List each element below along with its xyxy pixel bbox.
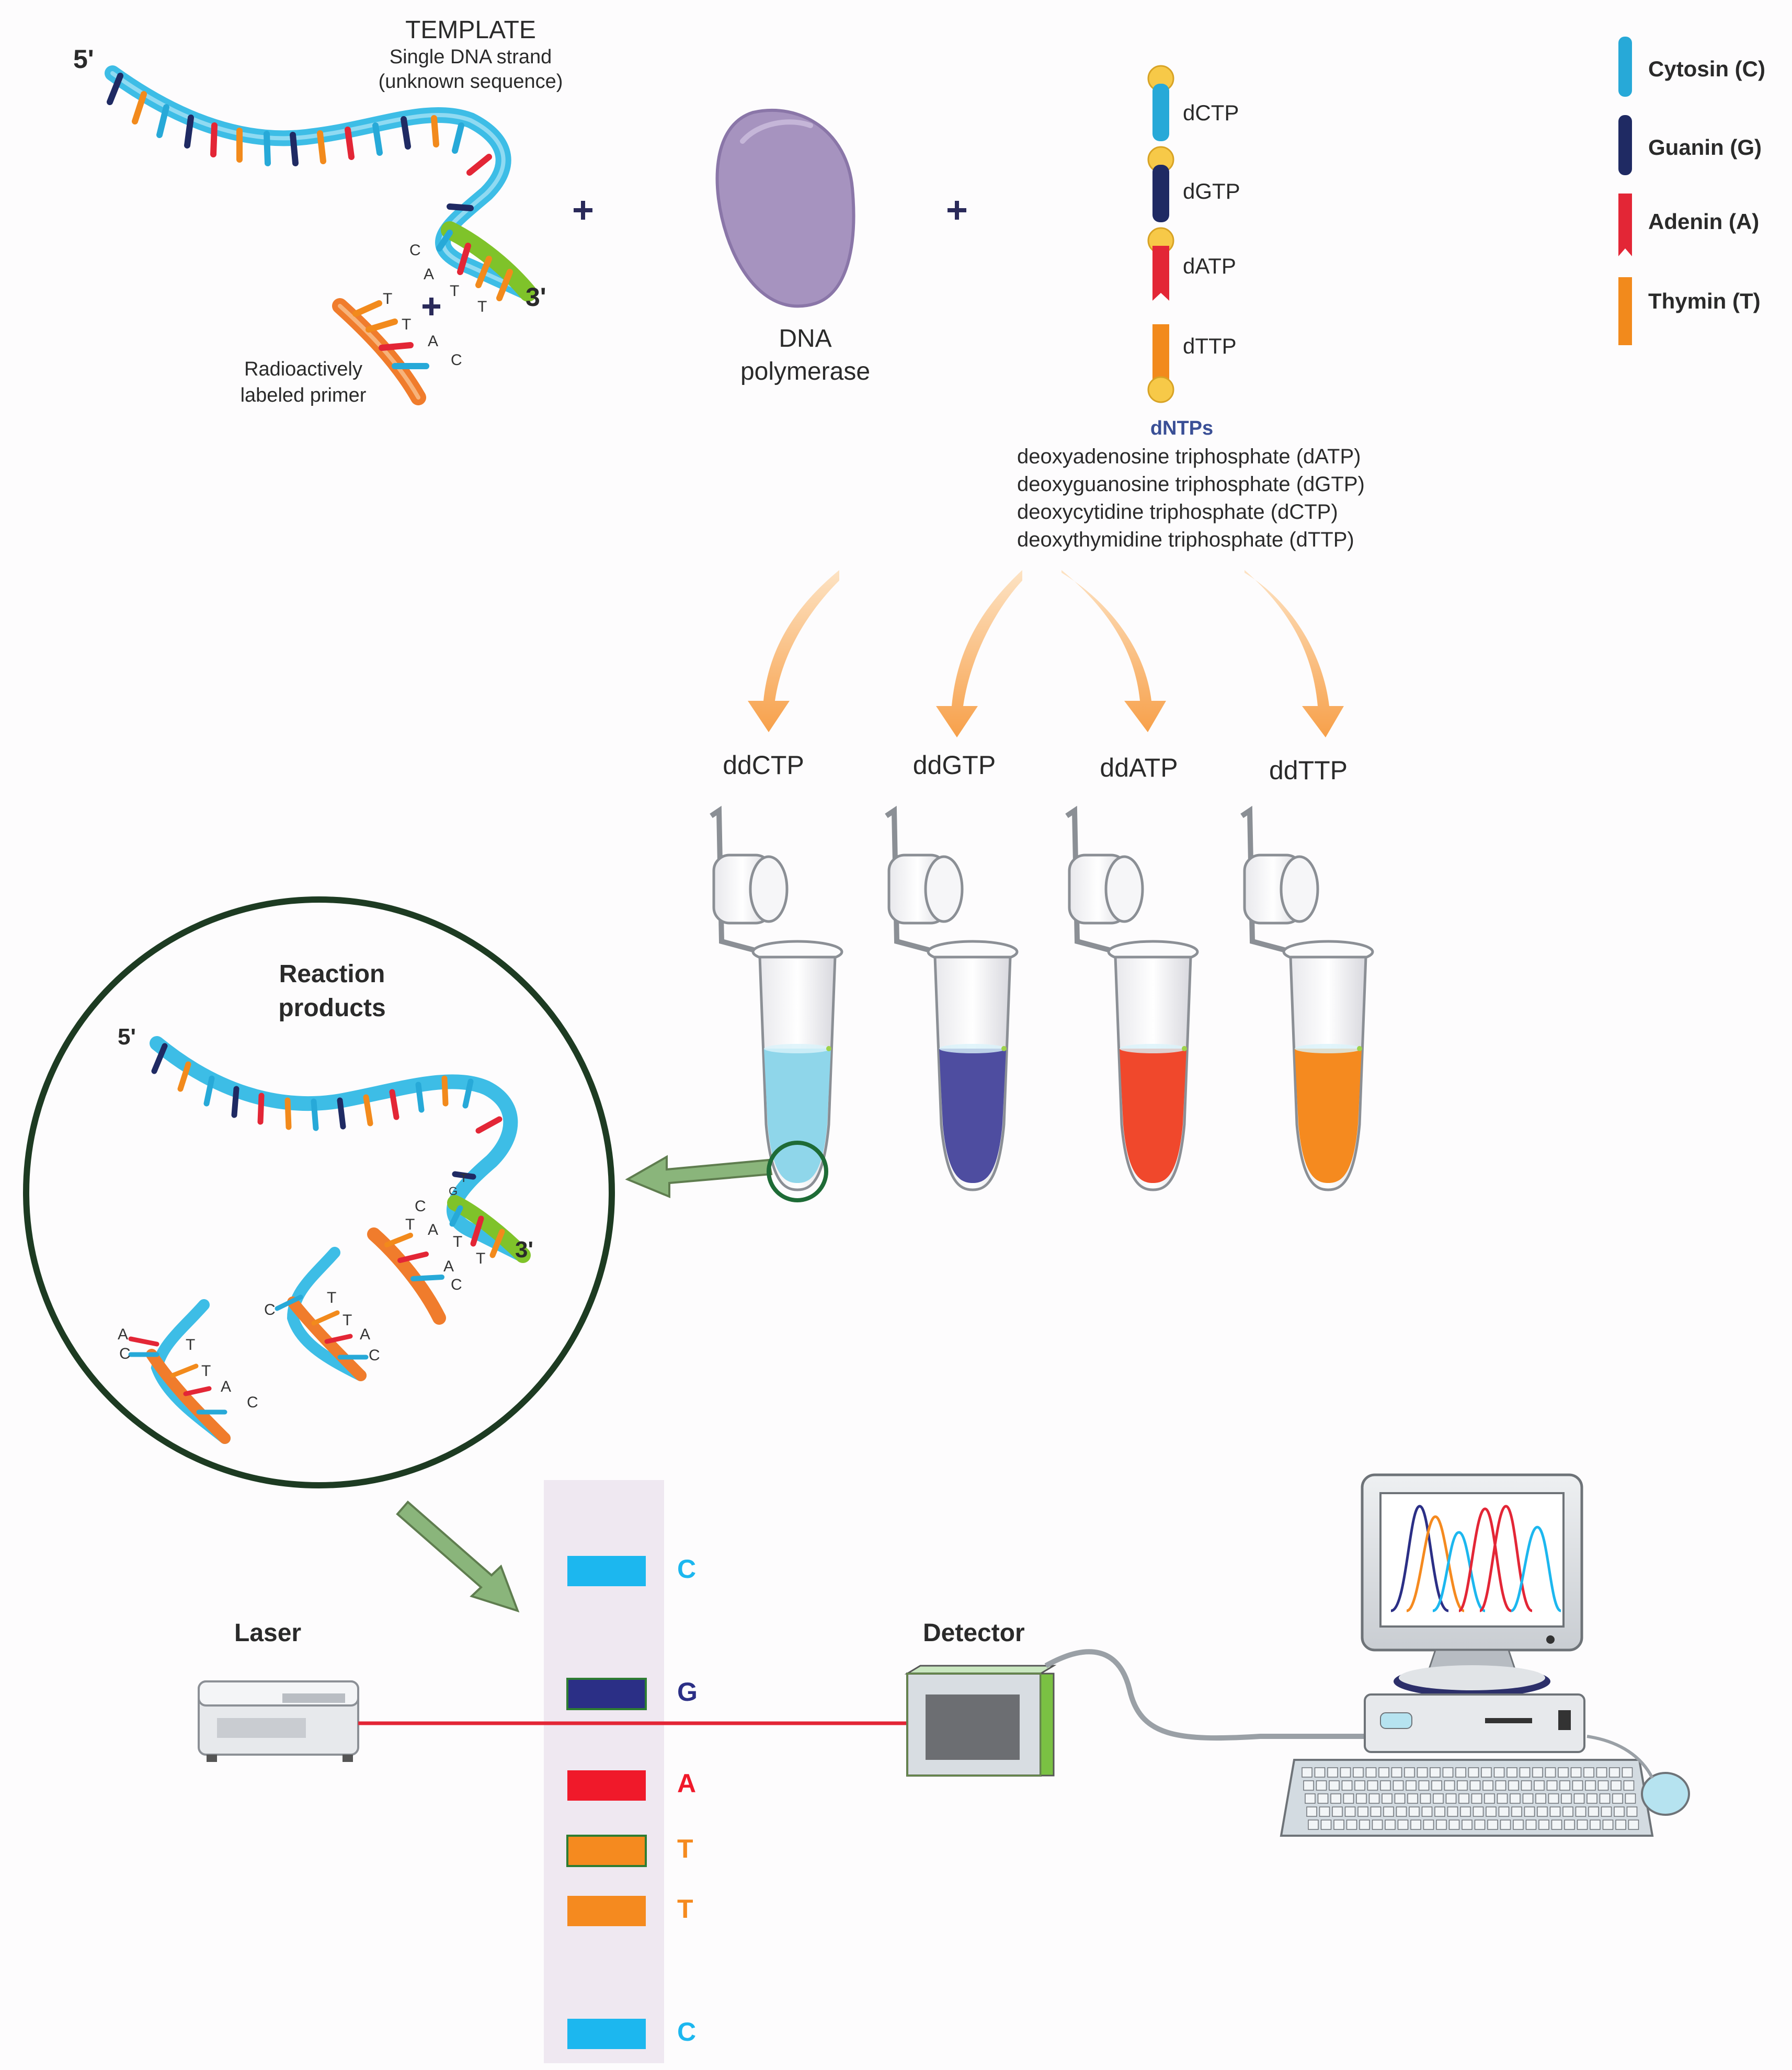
nucleotide-icons bbox=[1147, 65, 1174, 403]
product-base: A bbox=[118, 1326, 129, 1343]
distribution-arrows bbox=[748, 570, 1344, 737]
product-base: G bbox=[449, 1185, 458, 1198]
highlight-circle bbox=[767, 1141, 828, 1202]
primer-base: A bbox=[424, 266, 435, 283]
tube-label-ddgtp: ddGTP bbox=[912, 750, 996, 780]
gel-band-letter: T bbox=[677, 1834, 693, 1863]
nucleotide-label-dctp: dCTP bbox=[1183, 100, 1239, 125]
gel-band bbox=[567, 1896, 646, 1926]
primer-base: C bbox=[409, 242, 421, 259]
gel-band bbox=[567, 2019, 646, 2049]
template-five-prime: 5' bbox=[73, 44, 94, 74]
product-base: T bbox=[343, 1312, 352, 1329]
products-fragments bbox=[128, 1247, 369, 1444]
tube-label-ddttp: ddTTP bbox=[1269, 756, 1348, 785]
detector-cable bbox=[1044, 1649, 1365, 1741]
gel-band-letter: T bbox=[677, 1894, 693, 1924]
primer-base: A bbox=[428, 333, 439, 350]
polymerase-label-1: DNA bbox=[779, 325, 832, 352]
gel-band bbox=[567, 1770, 646, 1801]
dntp-description: deoxythymidine triphosphate (dTTP) bbox=[1017, 528, 1354, 551]
gel-band-letter: C bbox=[677, 2017, 697, 2046]
reaction-tube bbox=[1065, 805, 1199, 1191]
template-subtitle-1: Single DNA strand bbox=[389, 46, 552, 68]
gel-band bbox=[566, 1678, 647, 1710]
product-base: A bbox=[428, 1221, 439, 1238]
gel-band-letter: C bbox=[677, 1554, 697, 1584]
product-base: T bbox=[476, 1250, 486, 1267]
product-base: T bbox=[453, 1233, 463, 1250]
gel-band bbox=[567, 1556, 646, 1586]
primer-strand bbox=[332, 298, 429, 405]
laser-label: Laser bbox=[234, 1619, 302, 1647]
reaction-tube bbox=[885, 805, 1019, 1191]
products-template-strand bbox=[150, 1036, 531, 1325]
product-base: C bbox=[247, 1394, 258, 1411]
legend-label-adenin: Adenin (A) bbox=[1648, 209, 1760, 234]
laser-device bbox=[198, 1680, 359, 1762]
legend-label-thymin: Thymin (T) bbox=[1648, 289, 1761, 313]
gel-band-letter: A bbox=[677, 1769, 697, 1798]
legend-bars bbox=[1618, 37, 1632, 345]
detector-label: Detector bbox=[923, 1619, 1025, 1647]
product-base: A bbox=[360, 1326, 371, 1343]
reaction-tube bbox=[710, 805, 843, 1191]
products-circle bbox=[23, 896, 615, 1488]
green-arrows bbox=[396, 1155, 773, 1613]
products-title-2: products bbox=[278, 994, 386, 1022]
primer-base: C bbox=[451, 351, 462, 369]
template-title: TEMPLATE bbox=[405, 16, 536, 44]
template-three-prime: 3' bbox=[526, 282, 546, 312]
gel-band-letter: G bbox=[677, 1677, 698, 1707]
product-base: C bbox=[119, 1345, 131, 1362]
product-base: A bbox=[443, 1258, 454, 1275]
tube-label-ddctp: ddCTP bbox=[723, 750, 804, 780]
dntp-description: deoxyguanosine triphosphate (dGTP) bbox=[1017, 473, 1365, 496]
products-five-prime: 5' bbox=[118, 1024, 136, 1050]
product-base: C bbox=[369, 1347, 380, 1364]
tube-label-ddatp: ddATP bbox=[1100, 753, 1178, 782]
products-three-prime: 3' bbox=[515, 1237, 533, 1263]
product-base: C bbox=[264, 1301, 276, 1318]
template-dna-strand bbox=[105, 65, 537, 302]
primer-base: T bbox=[383, 290, 393, 308]
dntp-description: deoxyadenosine triphosphate (dATP) bbox=[1017, 445, 1361, 468]
product-base: T bbox=[460, 1172, 467, 1185]
template-subtitle-2: (unknown sequence) bbox=[378, 71, 563, 93]
nucleotide-label-dgtp: dGTP bbox=[1183, 179, 1240, 203]
detector-device bbox=[904, 1665, 1057, 1777]
product-base: T bbox=[201, 1362, 211, 1380]
primer-base: T bbox=[450, 282, 460, 300]
gel-band bbox=[566, 1835, 647, 1867]
primer-base: T bbox=[477, 298, 487, 315]
product-base: T bbox=[186, 1336, 196, 1354]
plus-signs bbox=[423, 201, 966, 315]
nucleotide-label-datp: dATP bbox=[1183, 254, 1236, 278]
product-base: C bbox=[415, 1198, 426, 1215]
gel-bands bbox=[566, 1556, 647, 2049]
nucleotide-label-dttp: dTTP bbox=[1183, 334, 1237, 358]
reaction-tube bbox=[1240, 805, 1374, 1191]
primer-label-2: labeled primer bbox=[240, 384, 367, 406]
product-base: T bbox=[405, 1216, 415, 1233]
dntp-description: deoxycytidine triphosphate (dCTP) bbox=[1017, 501, 1338, 524]
legend-label-cytosin: Cytosin (C) bbox=[1648, 56, 1765, 81]
reaction-tubes bbox=[710, 805, 1374, 1191]
product-base: C bbox=[451, 1276, 462, 1293]
primer-base: T bbox=[402, 316, 412, 333]
product-base: A bbox=[221, 1378, 232, 1395]
legend-label-guanin: Guanin (G) bbox=[1648, 135, 1762, 160]
products-title-1: Reaction bbox=[279, 960, 385, 988]
dna-polymerase-shape bbox=[715, 109, 855, 308]
dntps-heading: dNTPs bbox=[1150, 417, 1214, 439]
polymerase-label-2: polymerase bbox=[740, 358, 871, 385]
primer-label-1: Radioactively bbox=[244, 358, 362, 380]
computer bbox=[1280, 1473, 1690, 1837]
product-base: T bbox=[327, 1289, 337, 1306]
